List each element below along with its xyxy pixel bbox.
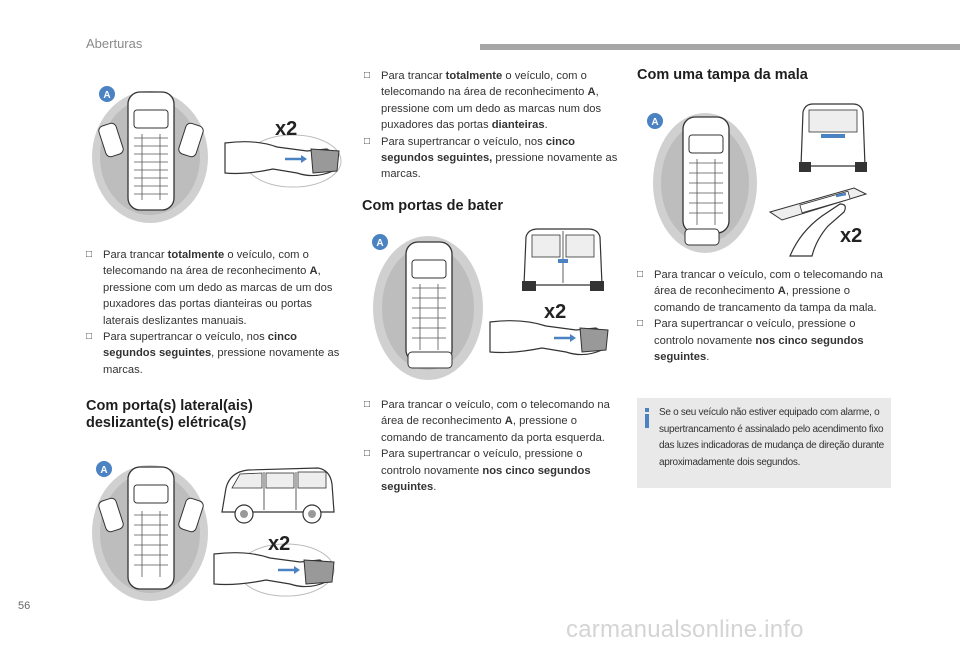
list-item: □ Para trancar totalmente o veículo, com… [86,249,333,327]
figure-van-rear-view [518,225,608,295]
col3-text: □ Para trancar o veículo, com o telecoma… [637,267,895,365]
checkbox-bullet-icon: □ [364,448,371,460]
multiplier-x2: x2 [544,301,566,323]
col2-text-bottom: □ Para trancar o veículo, com o telecoma… [364,397,622,495]
figure-van-side-view [218,462,338,532]
info-note-text: Se o seu veículo não estiver equipado co… [659,407,884,468]
checkbox-bullet-icon: □ [637,269,644,280]
figure-hand-handle-2: x2 [206,520,341,605]
checkbox-bullet-icon: □ [637,318,644,330]
list-item: □ Para trancar totalmente o veículo, com… [364,70,602,132]
watermark: carmanualsonline.info [566,616,804,643]
figure-hand-tailgate-button: x2 [760,182,880,262]
section-title-tailgate: Com uma tampa da mala [637,67,808,83]
checkbox-bullet-icon: □ [86,249,93,260]
info-note: Se o seu veículo não estiver equipado co… [637,398,891,488]
label-a: A [376,238,383,249]
page-header-title: Aberturas [86,36,143,51]
figure-van-top-zone-4: A [643,105,758,255]
multiplier-x2: x2 [275,118,297,140]
checkbox-bullet-icon: □ [364,135,371,147]
figure-tailgate-rear [795,100,870,175]
figure-van-top-zone-2: A [90,455,225,605]
label-a: A [103,90,110,101]
list-item: □ Para supertrancar o veículo, pressione… [364,448,591,494]
checkbox-bullet-icon: □ [364,399,371,410]
info-icon [645,408,649,428]
multiplier-x2: x2 [840,225,862,247]
col2-text-top: □ Para trancar totalmente o veículo, com… [364,68,622,183]
list-item: □ Para supertrancar o veículo, nos cinco… [86,331,340,376]
header-bar [480,44,960,50]
label-a: A [651,117,658,128]
section-title-hinged-doors: Com portas de bater [362,198,503,214]
list-item: □ Para trancar o veículo, com o telecoma… [637,269,883,314]
col1-text: □ Para trancar totalmente o veículo, com… [86,247,344,378]
list-item: □ Para supertrancar o veículo, nos cinco… [364,135,618,181]
figure-van-top-zone-3: A [370,228,485,383]
label-a: A [100,465,107,476]
figure-van-top-zone-1: A [90,80,230,225]
checkbox-bullet-icon: □ [364,70,371,81]
multiplier-x2: x2 [268,533,290,555]
section-title-sliding-doors: Com porta(s) lateral(ais) deslizante(s) … [86,398,253,431]
figure-hand-handle-1: x2 [215,113,345,198]
checkbox-bullet-icon: □ [86,331,93,343]
page-number: 56 [18,600,31,612]
figure-hand-handle-3: x2 [484,300,614,370]
list-item: □ Para supertrancar o veículo, pressione… [637,318,864,364]
list-item: □ Para trancar o veículo, com o telecoma… [364,399,610,444]
